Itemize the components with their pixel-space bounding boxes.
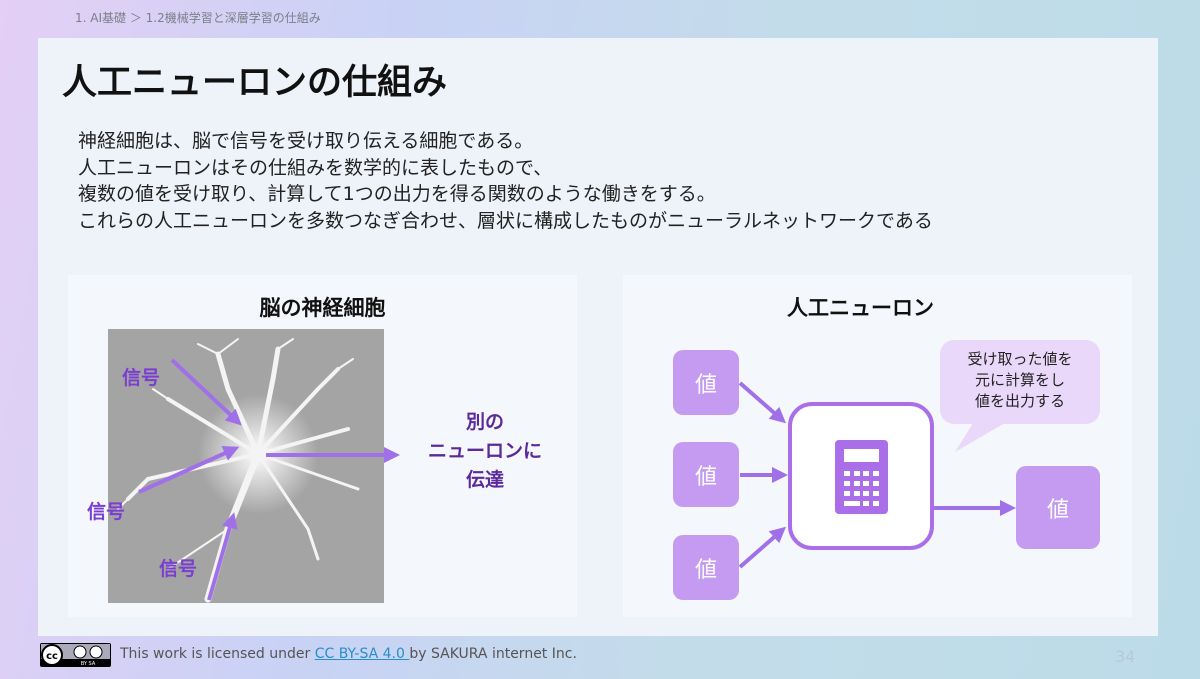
breadcrumb: 1. AI基礎 ＞ 1.2機械学習と深層学習の仕組み xyxy=(75,11,321,25)
transfer-line: 別の xyxy=(465,411,504,433)
signal-label-1: 信号 xyxy=(122,367,161,389)
bubble-line: 受け取った値を xyxy=(967,350,1073,368)
signal-arrow-2 xyxy=(138,446,240,494)
bubble-line: 元に計算をし xyxy=(974,371,1065,389)
input-value-box: 値 xyxy=(673,350,739,415)
body-line: 複数の値を受け取り、計算して1つの出力を得る関数のような働きをする。 xyxy=(78,183,716,205)
signal-arrow-1 xyxy=(170,358,242,426)
body-text: 神経細胞は、脳で信号を受け取り伝える細胞である。 人工ニューロンはその仕組みを数… xyxy=(78,128,933,234)
license-text: This work is licensed under CC BY-SA 4.0… xyxy=(120,646,577,662)
page-number: 34 xyxy=(1115,647,1136,666)
transfer-line: 伝達 xyxy=(465,469,504,491)
signal-label-3: 信号 xyxy=(159,558,198,580)
artificial-neuron-title: 人工ニューロン xyxy=(787,296,934,320)
signal-label-2: 信号 xyxy=(87,501,126,523)
neuron-function-box xyxy=(788,402,934,550)
svg-text:BY SA: BY SA xyxy=(81,661,96,667)
output-value-box: 値 xyxy=(1016,466,1100,549)
cc-license-icon: cc BY SA xyxy=(41,644,110,667)
svg-text:cc: cc xyxy=(46,651,58,662)
bubble-tail xyxy=(955,420,1010,452)
transfer-label: 別の ニューロンに 伝達 xyxy=(405,408,565,495)
input-value-box: 値 xyxy=(673,535,739,600)
input-value-box: 値 xyxy=(673,442,739,507)
body-line: 神経細胞は、脳で信号を受け取り伝える細胞である。 xyxy=(78,130,534,152)
input-arrow-1 xyxy=(738,381,787,424)
calculator-icon xyxy=(835,440,888,514)
cc-by-sa-badge[interactable]: cc BY SA xyxy=(40,643,111,667)
transfer-line: ニューロンに xyxy=(427,440,542,462)
body-line: これらの人工ニューロンを多数つなぎ合わせ、層状に構成したものがニューラルネットワ… xyxy=(78,209,933,232)
signal-arrow-3 xyxy=(207,512,238,601)
input-arrow-3 xyxy=(738,526,787,569)
license-prefix: This work is licensed under xyxy=(120,646,315,662)
bubble-line: 値を出力する xyxy=(974,392,1065,410)
page-title: 人工ニューロンの仕組み xyxy=(62,63,448,103)
license-link[interactable]: CC BY-SA 4.0 xyxy=(314,646,410,662)
body-line: 人工ニューロンはその仕組みを数学的に表したもので、 xyxy=(78,156,553,179)
speech-bubble: 受け取った値を 元に計算をし 値を出力する xyxy=(940,340,1100,424)
brain-neuron-title: 脳の神経細胞 xyxy=(259,296,386,320)
license-suffix: by SAKURA internet Inc. xyxy=(409,646,577,662)
